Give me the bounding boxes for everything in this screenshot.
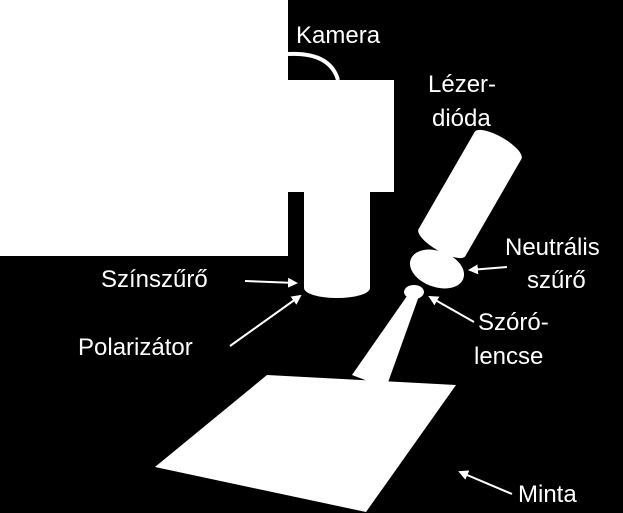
objective-bottom	[304, 278, 370, 298]
label-sample: Minta	[518, 481, 577, 508]
label-diffuser-line2: lencse	[474, 343, 543, 370]
label-diffuser-line1: Szóró-	[478, 309, 549, 336]
camera-body	[282, 80, 394, 192]
label-laser-line1: Lézer-	[428, 71, 496, 98]
white-background-block	[0, 0, 288, 256]
camera-cable	[287, 51, 340, 81]
camera-objective	[304, 192, 370, 288]
label-camera: Kamera	[296, 22, 381, 49]
label-neutral-line1: Neutrális	[505, 234, 600, 261]
label-color-filter: Színszűrő	[101, 266, 208, 293]
label-laser-line2: dióda	[432, 105, 491, 132]
arrow-polarizer	[229, 294, 302, 347]
arrow-sample	[458, 470, 513, 495]
label-polarizer: Polarizátor	[78, 334, 193, 361]
arrow-neutral-filter	[468, 264, 508, 275]
laser-diode	[418, 129, 522, 259]
arrow-diffuser	[428, 296, 475, 323]
sample-plate	[155, 375, 456, 512]
label-neutral-line2: szűrő	[527, 267, 586, 294]
neutral-filter	[409, 249, 465, 289]
light-cone	[352, 296, 419, 388]
diffuser-lens	[404, 285, 424, 299]
arrow-color-filter	[244, 277, 298, 288]
